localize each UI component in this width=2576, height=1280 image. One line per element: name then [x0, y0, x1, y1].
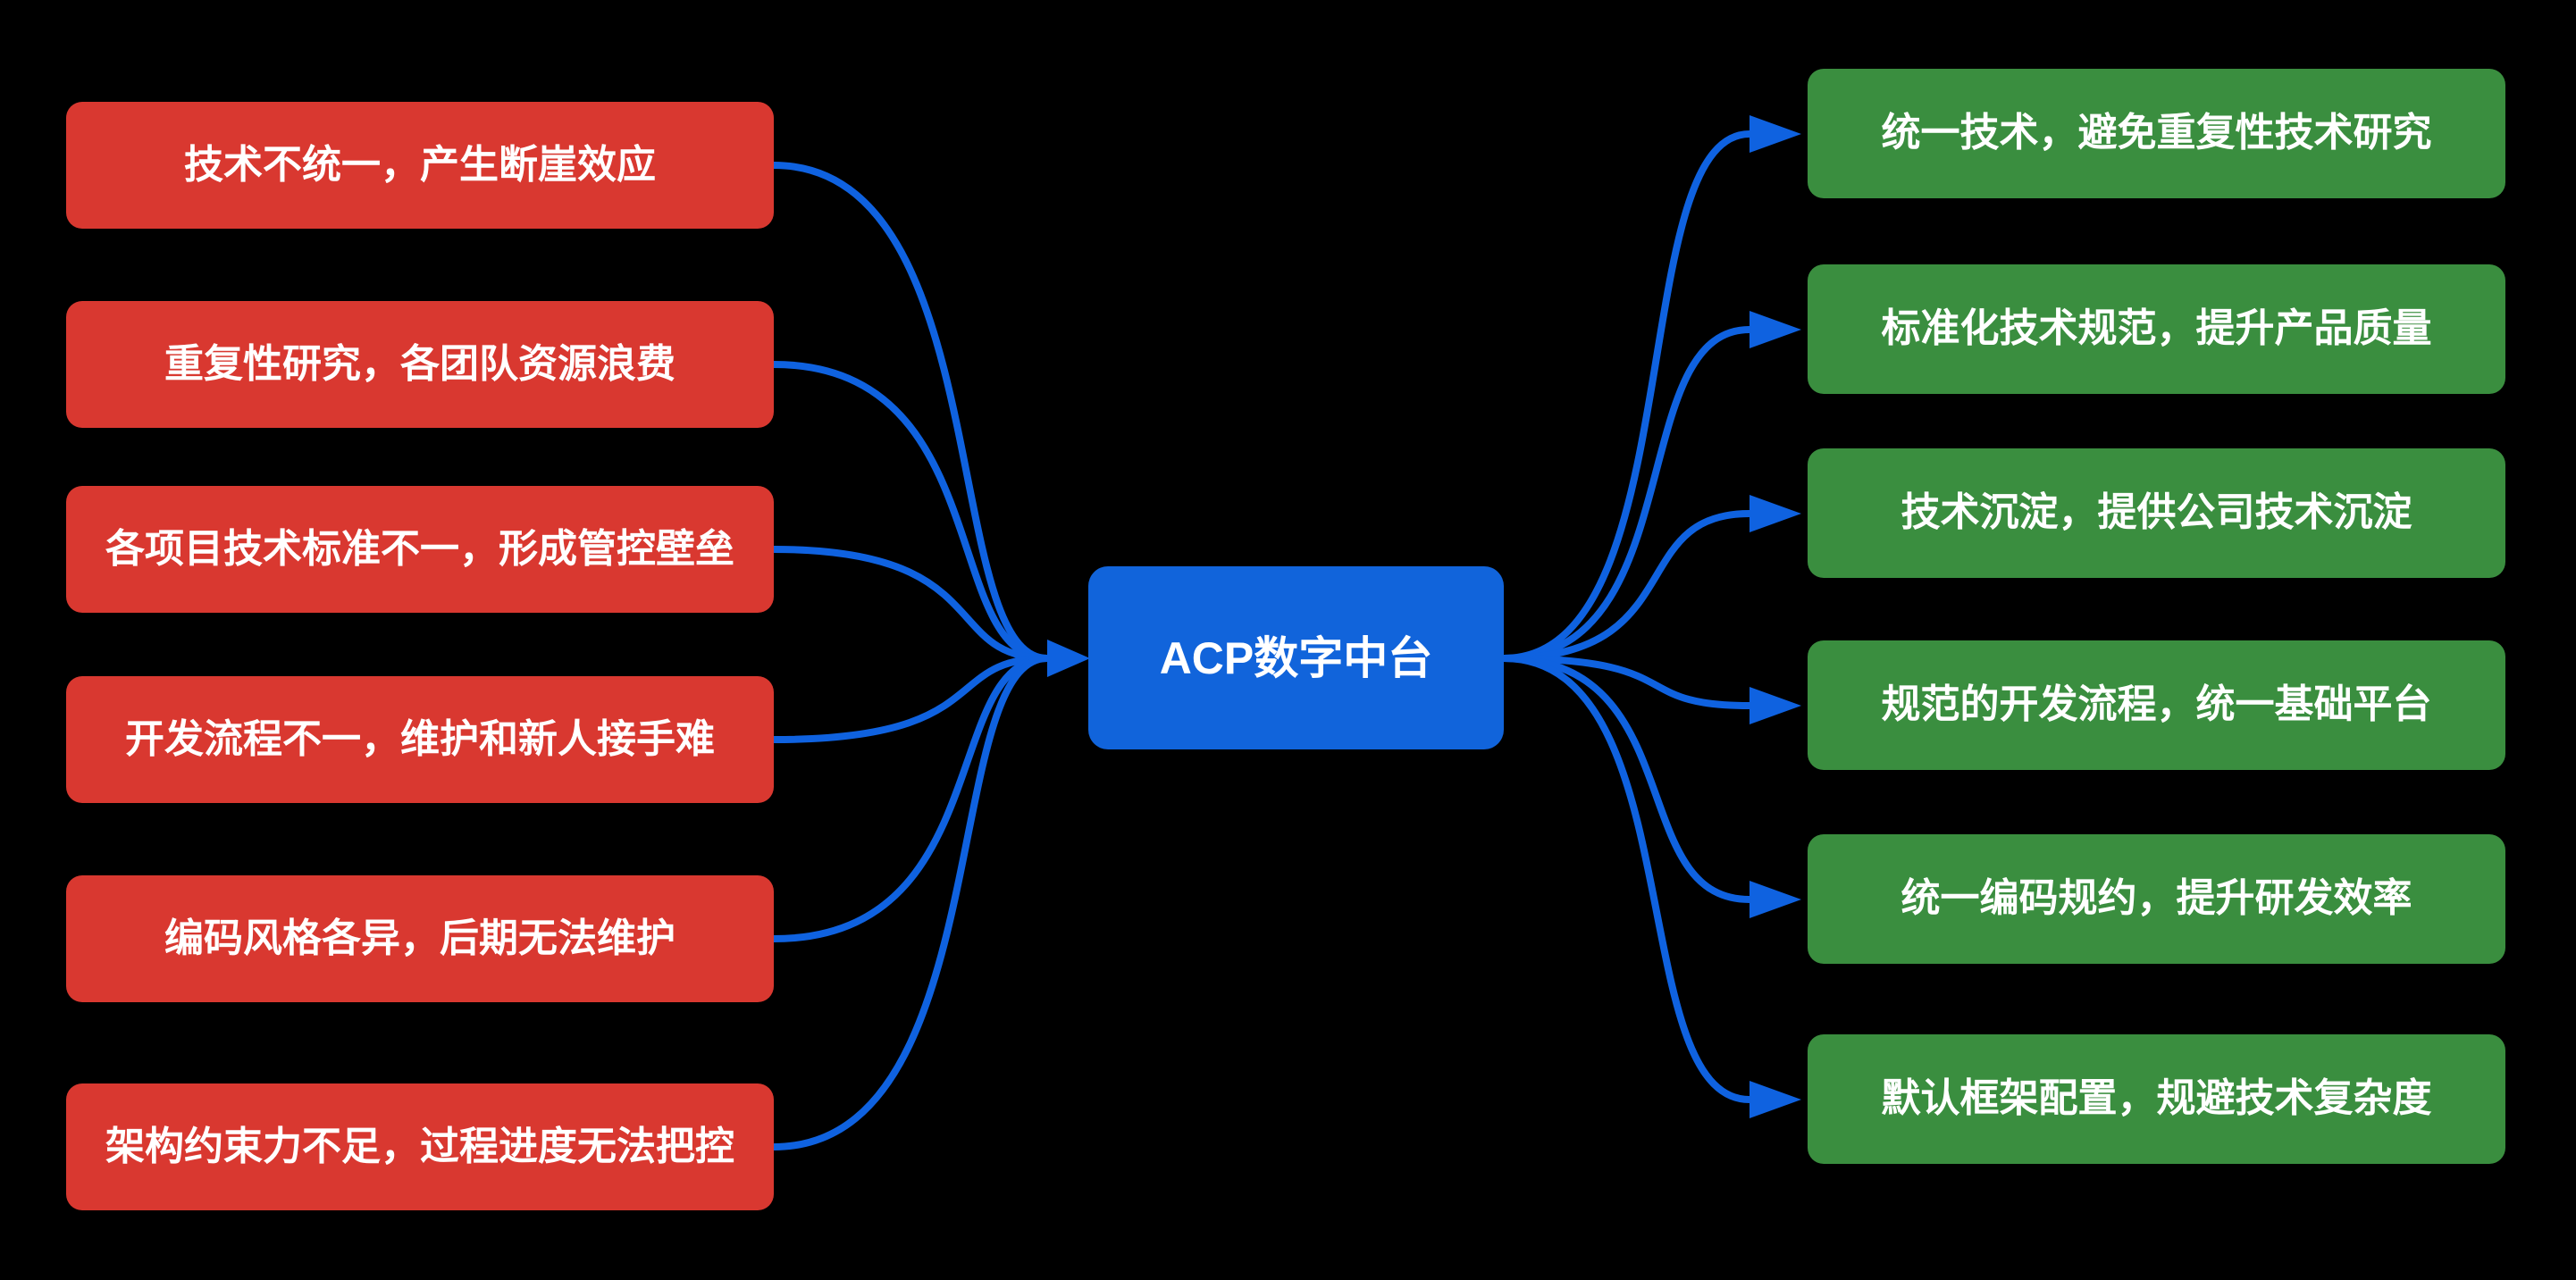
connector-line-right-4 [1500, 655, 1753, 709]
connector-line-right-2 [1500, 326, 1753, 662]
right-arrowhead-icon [1749, 115, 1801, 153]
connector-line-left-5 [770, 655, 1051, 942]
benefit-node-6-label: 默认框架配置，规避技术复杂度 [1881, 1076, 2432, 1121]
problem-node-6-label: 架构约束力不足，过程进度无法把控 [105, 1124, 734, 1168]
problem-node-6[interactable]: 架构约束力不足，过程进度无法把控 [66, 1083, 774, 1210]
problem-node-1[interactable]: 技术不统一，产生断崖效应 [66, 102, 774, 229]
benefit-node-2-label: 标准化技术规范，提升产品质量 [1881, 306, 2432, 351]
problem-node-1-label: 技术不统一，产生断崖效应 [184, 142, 656, 187]
benefit-node-1[interactable]: 统一技术，避免重复性技术研究 [1808, 69, 2505, 198]
problem-node-3-label: 各项目技术标准不一，形成管控壁垒 [105, 526, 734, 571]
connector-line-right-5 [1500, 655, 1753, 903]
connector-line-left-3 [770, 546, 1051, 662]
connector-line-left-1 [770, 162, 1051, 662]
connector-line-right-6 [1500, 655, 1753, 1103]
problem-node-3[interactable]: 各项目技术标准不一，形成管控壁垒 [66, 486, 774, 613]
problem-node-4-label: 开发流程不一，维护和新人接手难 [125, 716, 715, 761]
benefit-node-2[interactable]: 标准化技术规范，提升产品质量 [1808, 264, 2505, 394]
problem-node-5[interactable]: 编码风格各异，后期无法维护 [66, 875, 774, 1002]
left-arrowhead-icon [1047, 640, 1090, 677]
right-arrowhead-icon [1749, 687, 1801, 724]
benefit-node-6[interactable]: 默认框架配置，规避技术复杂度 [1808, 1034, 2505, 1164]
problem-node-2[interactable]: 重复性研究，各团队资源浪费 [66, 301, 774, 428]
connector-line-left-6 [770, 655, 1051, 1150]
center-node[interactable]: ACP数字中台 [1088, 566, 1504, 749]
right-arrowhead-icon [1749, 495, 1801, 532]
problem-node-4[interactable]: 开发流程不一，维护和新人接手难 [66, 676, 774, 803]
connector-line-left-2 [770, 361, 1051, 662]
center-node-label: ACP数字中台 [1159, 632, 1433, 683]
connector-line-left-4 [770, 655, 1051, 743]
problem-node-2-label: 重复性研究，各团队资源浪费 [164, 341, 675, 386]
right-arrowhead-icon [1749, 311, 1801, 348]
benefit-node-5-label: 统一编码规约，提升研发效率 [1901, 876, 2412, 921]
right-arrowhead-icon [1749, 881, 1801, 918]
right-arrowhead-icon [1749, 1081, 1801, 1118]
benefit-node-5[interactable]: 统一编码规约，提升研发效率 [1808, 834, 2505, 964]
benefit-node-4-label: 规范的开发流程，统一基础平台 [1881, 682, 2432, 727]
benefit-node-3-label: 技术沉淀，提供公司技术沉淀 [1901, 490, 2412, 535]
connector-line-right-1 [1500, 130, 1753, 662]
benefit-node-3[interactable]: 技术沉淀，提供公司技术沉淀 [1808, 448, 2505, 578]
problem-node-5-label: 编码风格各异，后期无法维护 [164, 916, 675, 960]
benefit-node-1-label: 统一技术，避免重复性技术研究 [1881, 111, 2432, 155]
benefit-node-4[interactable]: 规范的开发流程，统一基础平台 [1808, 640, 2505, 770]
connector-line-right-3 [1500, 510, 1753, 662]
